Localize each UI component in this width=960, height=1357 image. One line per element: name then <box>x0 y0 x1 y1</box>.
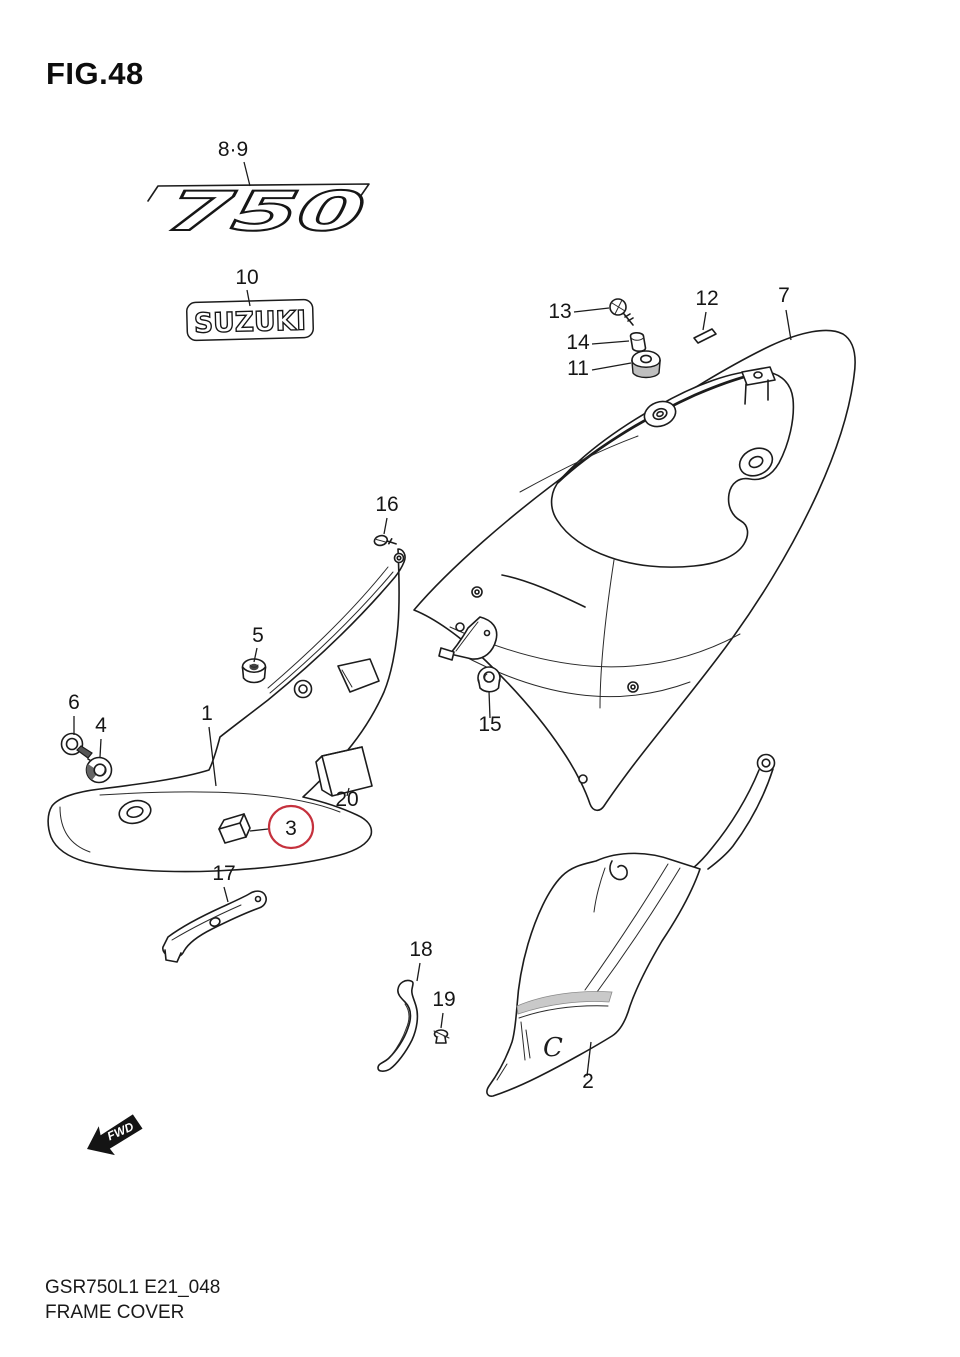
callout-16: 16 <box>375 493 398 516</box>
part-6-screw <box>60 732 94 763</box>
callout-labels: 8·9 10 13 14 11 12 7 16 5 6 4 1 20 3 15 … <box>68 138 790 1093</box>
part-16-screw <box>373 534 397 547</box>
callout-5: 5 <box>252 624 264 647</box>
part-15-cushion-nut <box>477 666 501 693</box>
footer-figure-name: FRAME COVER <box>45 1302 184 1323</box>
part-14-spacer <box>629 331 647 353</box>
highlight-circle-part-3 <box>267 804 315 850</box>
callout-19: 19 <box>432 988 455 1011</box>
part-4-nut-cushion <box>85 756 113 784</box>
fwd-marker: FWD <box>87 1114 143 1156</box>
callout-11: 11 <box>567 357 589 380</box>
callout-3: 3 <box>285 817 297 840</box>
emblem-suzuki-text: SUZUKI <box>194 306 307 340</box>
callout-12: 12 <box>695 287 718 310</box>
callout-6: 6 <box>68 691 80 714</box>
part-20-cushion-pad <box>315 746 373 797</box>
callout-17: 17 <box>212 862 235 885</box>
emblem-750: 750 <box>147 178 370 244</box>
part-7-rear-frame-cover <box>413 329 856 812</box>
part-19-clip <box>433 1029 450 1044</box>
callout-13: 13 <box>548 300 571 323</box>
callout-4: 4 <box>95 714 107 737</box>
callout-10: 10 <box>235 266 258 289</box>
part-2-side-cover-right: C <box>486 753 776 1097</box>
part-12-clip <box>693 328 717 344</box>
callout-1: 1 <box>201 702 213 725</box>
callout-14: 14 <box>566 331 590 354</box>
callout-8-9: 8·9 <box>218 138 248 161</box>
part-1-side-cover-left <box>47 548 406 873</box>
emblem-suzuki: SUZUKI <box>186 298 314 342</box>
part-3-cushion-block <box>218 813 251 844</box>
callout-15: 15 <box>478 713 501 736</box>
emblem-750-text: 750 <box>162 179 369 243</box>
leader-lines <box>73 161 792 1077</box>
part-13-screw <box>609 298 634 326</box>
fwd-arrow-icon <box>87 1114 143 1156</box>
callout-7: 7 <box>778 284 790 307</box>
footer-model-code: GSR750L1 E21_048 <box>45 1277 220 1298</box>
part-18-trim-strip <box>377 979 419 1072</box>
part-17-bracket <box>162 890 267 963</box>
figure-title: FIG.48 <box>46 56 144 91</box>
part-5-cushion <box>241 658 267 684</box>
part2-surface-mark: C <box>543 1033 563 1063</box>
part-11-cushion <box>631 350 661 379</box>
callout-20: 20 <box>335 788 358 811</box>
callout-18: 18 <box>409 938 432 961</box>
callout-2: 2 <box>582 1070 594 1093</box>
